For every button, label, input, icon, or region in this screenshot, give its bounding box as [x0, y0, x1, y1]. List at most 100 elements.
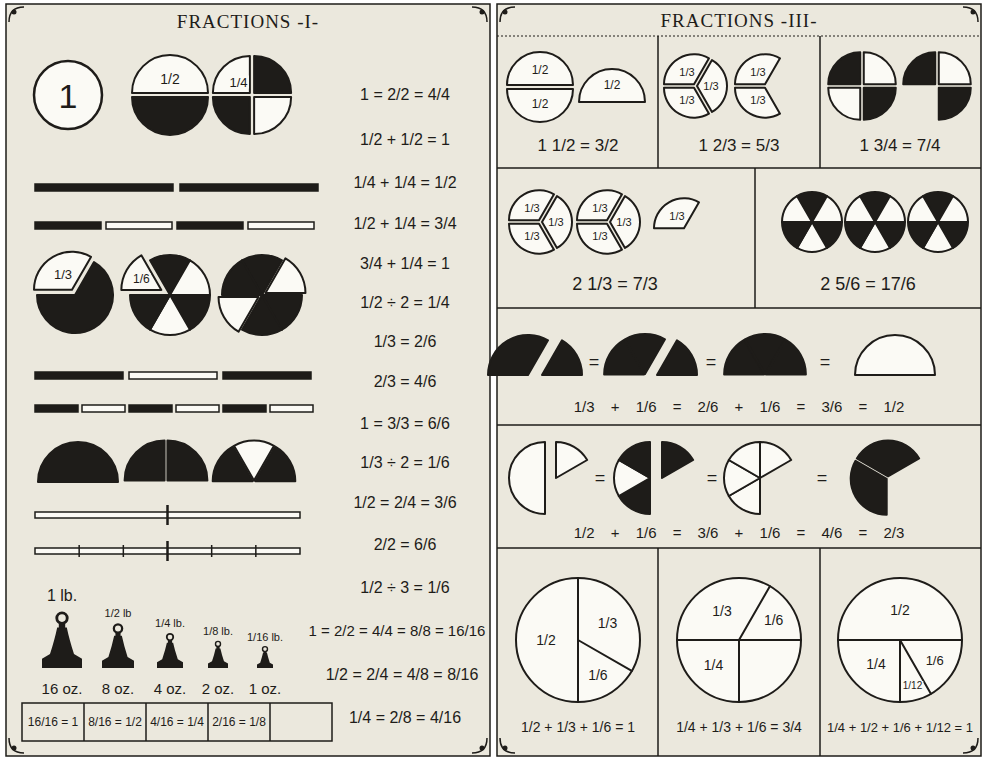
equation-label: = — [706, 353, 717, 371]
fraction-sector — [37, 262, 113, 333]
sixth-sector — [875, 196, 905, 222]
figure-shape — [651, 196, 719, 264]
equation-label: 1 = 3/3 = 6/6 — [360, 416, 450, 432]
table-rule — [207, 703, 209, 741]
fraction-label: 1/12 — [902, 681, 923, 691]
third-sector — [654, 198, 699, 228]
equation-label: 1/2 = 2/4 = 3/6 — [353, 495, 456, 511]
fraction-label: 1/2 — [535, 633, 556, 647]
table-rule — [83, 703, 85, 741]
corner-ornament — [12, 746, 17, 751]
third-sector — [735, 54, 780, 84]
corner-ornament — [971, 746, 976, 751]
equation-label: 16/16 = 1 — [28, 716, 78, 728]
measure-tick — [166, 505, 169, 525]
corner-ornament — [480, 10, 485, 15]
corner-ornament — [503, 10, 508, 15]
equation-label: 1/3 + 1/6 = 2/6 + 1/6 = 3/6 = 1/2 — [574, 399, 905, 414]
fraction-sector — [542, 340, 582, 375]
figure-shape — [732, 52, 800, 120]
fraction-bar — [35, 184, 173, 191]
fraction-label: 1/6 — [925, 653, 945, 666]
fraction-figure: 1/6 — [120, 245, 220, 345]
fraction-sector — [657, 340, 697, 375]
figure-shape — [673, 574, 805, 706]
weight-body — [208, 648, 228, 668]
quarter-sector — [828, 88, 860, 120]
fraction-label: 1/3 — [547, 217, 564, 228]
measure-tick — [211, 545, 213, 557]
fraction-sector — [855, 335, 935, 375]
sixth-sector — [845, 222, 875, 248]
fraction-bar — [129, 405, 172, 412]
sector-line — [900, 640, 931, 694]
sector-line — [899, 640, 901, 702]
weight-ring — [215, 641, 220, 646]
equation-label: 2/2 = 6/6 — [374, 537, 437, 553]
measure-tick — [255, 545, 257, 557]
sector-line — [677, 639, 739, 641]
fraction-figure: 1/2 — [130, 55, 210, 135]
equation-label: 1/2 + 1/6 = 3/6 + 1/6 = 4/6 = 2/3 — [574, 525, 905, 540]
equation-label: 1/4 = 2/8 = 4/16 — [349, 710, 461, 726]
fraction-sector — [38, 442, 118, 482]
corner-ornament — [500, 7, 515, 22]
fraction-label: 1/6 — [132, 273, 151, 285]
sixth-sector — [219, 297, 259, 332]
fraction-bar — [106, 222, 172, 229]
equation-label: 1 lb. — [47, 588, 77, 604]
whole-circle — [677, 578, 801, 702]
fraction-bar — [223, 372, 311, 379]
fraction-sector — [579, 69, 645, 102]
fraction-label: 1/4 — [229, 75, 249, 88]
weight-ring — [114, 624, 122, 632]
equation-label: = — [817, 469, 828, 487]
equation-label: 1 = 2/2 = 4/4 = 8/8 = 16/16 — [309, 623, 486, 638]
fraction-sector — [213, 56, 250, 93]
fraction-sector — [213, 97, 250, 134]
fraction-label: 1/4 — [703, 658, 724, 672]
fraction-sector — [132, 55, 208, 93]
fraction-bar — [180, 184, 318, 191]
third-sector — [664, 88, 709, 118]
fraction-figure: 1/3 — [28, 248, 122, 342]
fraction-figure: 1/21/31/6 — [512, 574, 644, 706]
sector-line — [578, 640, 632, 671]
fraction-label: 1/6 — [587, 668, 608, 682]
grid-rule — [497, 167, 981, 169]
fraction-bar — [35, 405, 78, 412]
fraction-figure: 1/4 — [208, 51, 296, 139]
fraction-figure: 1/2 — [576, 62, 648, 106]
corner-ornament — [503, 746, 508, 751]
equation-label: 1/2 lb — [105, 608, 132, 619]
grid-rule — [497, 424, 981, 426]
equation-label: 1 3/4 = 7/4 — [860, 137, 941, 154]
whole-circle — [516, 578, 640, 702]
equation-label: 1 1/2 = 3/2 — [538, 137, 619, 154]
fraction-figure: 1/31/31/3 — [574, 188, 642, 256]
fraction-sector — [662, 442, 693, 478]
equation-label: = — [707, 469, 718, 487]
fraction-sector — [254, 56, 291, 93]
page-title: FRACTIONS -III- — [661, 11, 818, 30]
equation-label: 1/3 = 2/6 — [374, 334, 437, 350]
equation-label: 1/16 lb. — [247, 632, 283, 643]
fraction-label: 1/6 — [763, 613, 784, 627]
grid-rule — [754, 168, 756, 308]
quarter-sector — [939, 52, 971, 84]
sixth-sector — [782, 222, 812, 248]
fraction-label: 1/3 — [749, 67, 766, 78]
equation-label: 1 = 2/2 = 4/4 — [360, 87, 450, 103]
equation-label: 2/16 = 1/8 — [212, 716, 266, 728]
fraction-label: 1/2 — [531, 98, 550, 110]
corner-ornament — [12, 10, 17, 15]
equation-label: 1/2 + 1/4 = 3/4 — [353, 216, 456, 232]
sector-line — [739, 639, 801, 641]
fraction-figure: 1/31/31/3 — [506, 188, 574, 256]
fraction-label: 1/3 — [591, 230, 608, 241]
fraction-label: 1/3 — [711, 604, 732, 618]
fraction-label: 1/3 — [523, 203, 540, 214]
equation-label: = — [595, 469, 606, 487]
